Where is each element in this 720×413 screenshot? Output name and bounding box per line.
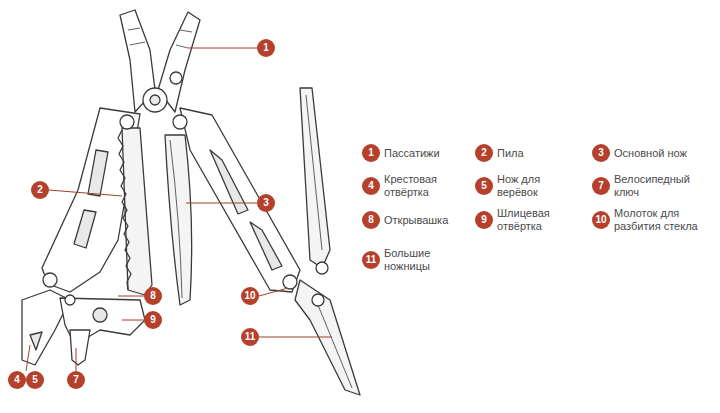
legend-text: Большие ножницы — [384, 247, 446, 273]
callout-number: 3 — [257, 194, 275, 212]
callout-number: 5 — [26, 371, 44, 389]
callout-number: 11 — [241, 328, 259, 346]
callout-number: 10 — [241, 287, 259, 305]
callout-text: 3 — [598, 147, 604, 158]
callout-text: 9 — [481, 214, 487, 225]
callout-number: 2 — [475, 144, 493, 162]
callout-text: 10 — [595, 214, 606, 225]
callout-number: 7 — [67, 371, 85, 389]
legend-text: Основной нож — [614, 147, 709, 160]
callout-text: 5 — [481, 180, 487, 191]
callout-text: 11 — [245, 331, 256, 342]
legend-text: Молоток для разбития стекла — [614, 207, 709, 233]
callout-text: 9 — [150, 314, 156, 325]
leader-lines — [26, 48, 332, 371]
callout-number: 1 — [257, 39, 275, 57]
callout-number: 4 — [362, 177, 380, 195]
legend-text: Крестовая отвёртка — [384, 173, 459, 199]
callout-number: 8 — [144, 287, 162, 305]
callout-text: 10 — [244, 290, 255, 301]
callout-number: 2 — [31, 181, 49, 199]
callout-text: 2 — [481, 147, 487, 158]
callout-text: 1 — [368, 147, 374, 158]
callout-number: 5 — [475, 177, 493, 195]
callout-text: 8 — [150, 290, 156, 301]
callout-number: 1 — [362, 144, 380, 162]
legend-text: Пила — [497, 147, 592, 160]
callout-number: 9 — [144, 311, 162, 329]
callout-text: 3 — [263, 197, 269, 208]
legend-text: Нож для верёвок — [497, 173, 559, 199]
legend-text: Велосипедный ключ — [614, 173, 704, 199]
callout-text: 1 — [263, 42, 269, 53]
legend-text: Пассатижи — [384, 147, 479, 160]
callout-number: 10 — [592, 211, 610, 229]
callout-number: 8 — [362, 211, 380, 229]
callout-text: 7 — [73, 374, 79, 385]
legend-text: Шлицевая отвёртка — [497, 207, 569, 233]
callout-number: 3 — [592, 144, 610, 162]
callout-number: 11 — [362, 251, 380, 269]
callout-text: 2 — [37, 184, 43, 195]
legend-text: Открывашка — [384, 214, 479, 227]
callout-text: 4 — [14, 374, 20, 385]
callout-text: 4 — [368, 180, 374, 191]
callout-text: 11 — [366, 254, 377, 265]
callout-number: 4 — [8, 371, 26, 389]
callout-text: 5 — [32, 374, 38, 385]
multitool-drawing — [22, 10, 360, 395]
callout-number: 9 — [475, 211, 493, 229]
callout-text: 7 — [598, 180, 604, 191]
callout-number: 7 — [592, 177, 610, 195]
callout-text: 8 — [368, 214, 374, 225]
